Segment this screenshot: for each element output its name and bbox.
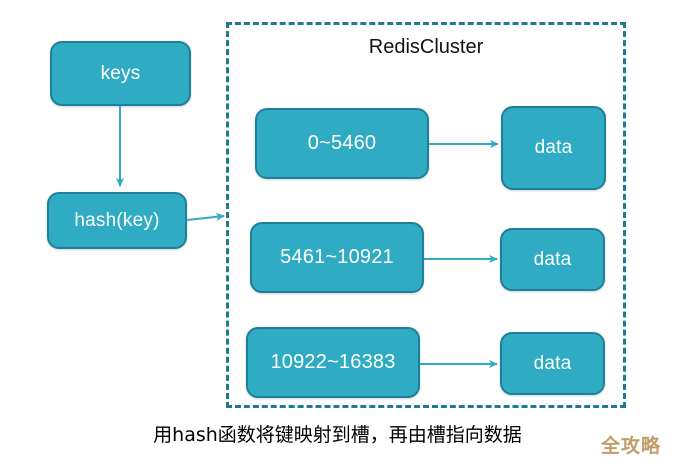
node-data-1: data	[501, 106, 606, 190]
node-keys: keys	[50, 41, 191, 106]
diagram-caption: 用hash函数将键映射到槽，再由槽指向数据	[153, 424, 522, 446]
watermark-logo: 全攻略	[600, 435, 661, 457]
node-slot-range-3: 10922~16383	[246, 327, 420, 398]
redis-cluster-title: RedisCluster	[368, 36, 484, 58]
node-slot-range-1: 0~5460	[255, 108, 429, 179]
node-hash-key: hash(key)	[47, 192, 187, 249]
node-slot-range-2: 5461~10921	[250, 222, 424, 293]
node-data-3: data	[500, 332, 605, 395]
node-data-2: data	[500, 228, 605, 291]
redis-cluster-container	[226, 22, 626, 408]
arrow-hash-to-cluster	[186, 212, 225, 221]
